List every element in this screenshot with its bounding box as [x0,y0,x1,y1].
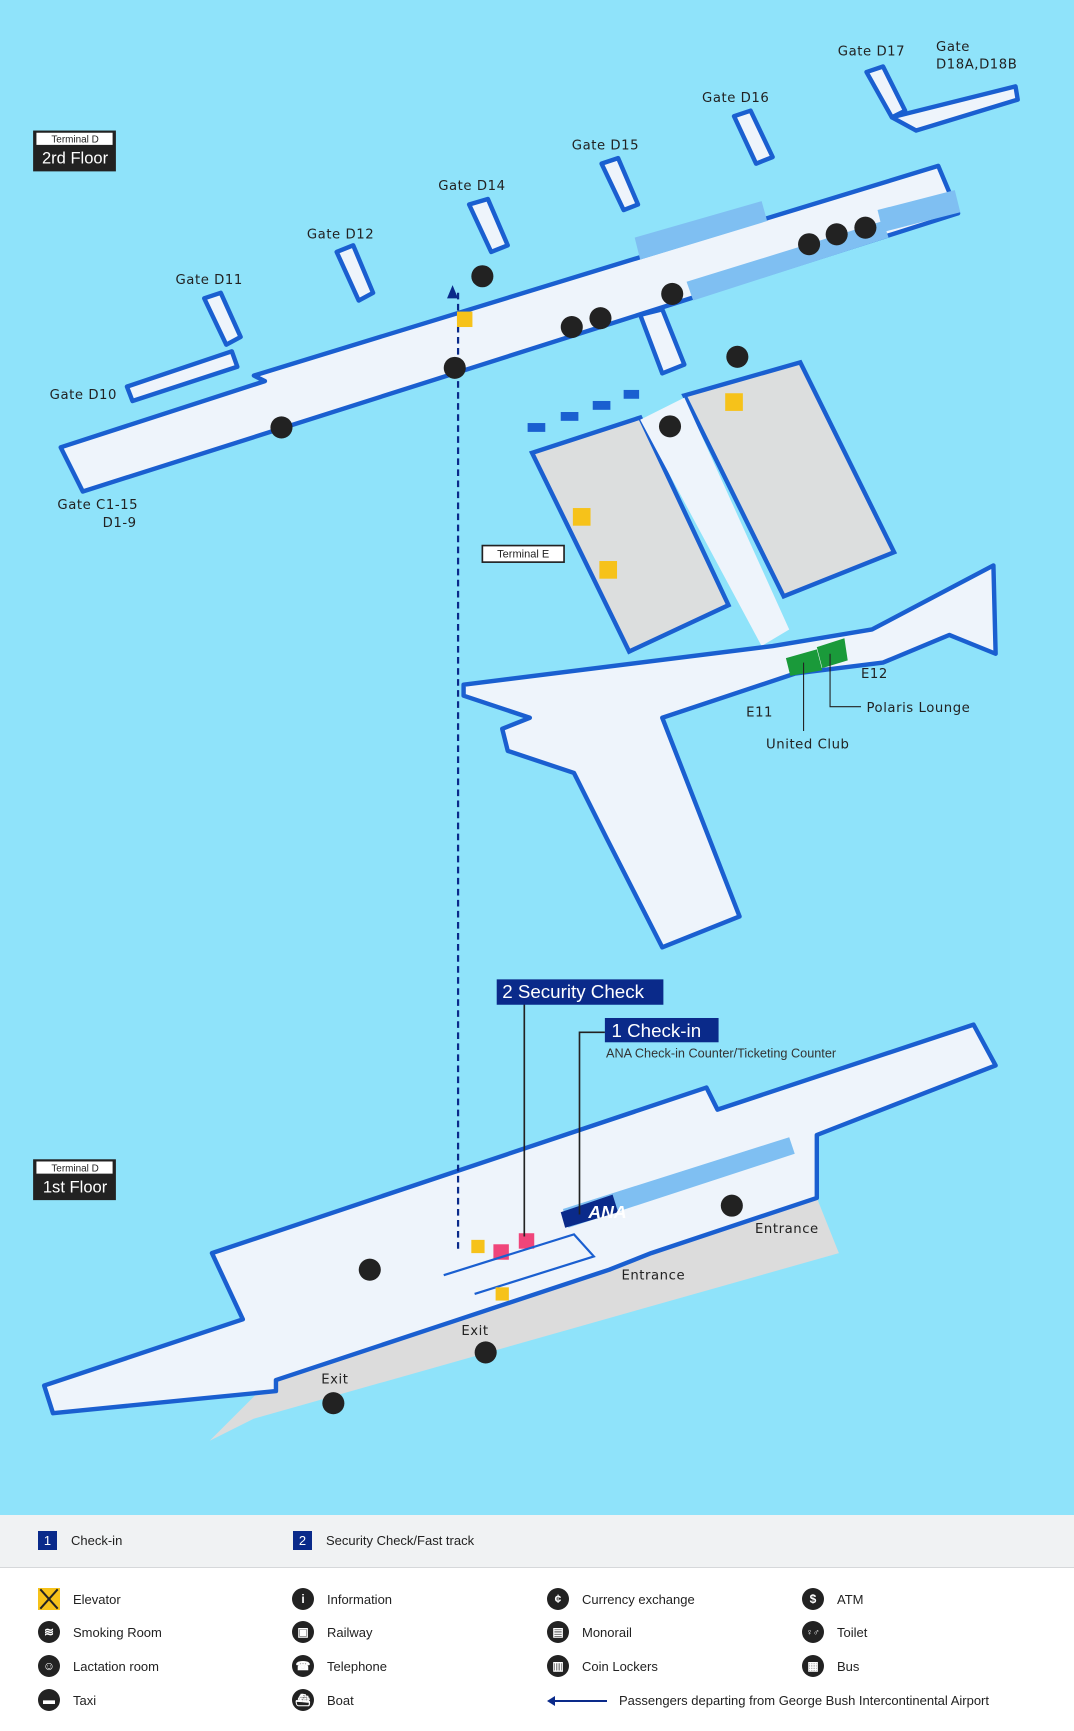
legend-telephone: ☎Telephone [292,1655,387,1677]
checkin-subtitle: ANA Check-in Counter/Ticketing Counter [606,1047,837,1061]
entrance-label: Entrance [621,1269,685,1284]
toilet-icon [825,223,848,246]
telephone-icon [589,307,612,330]
legend-departing: Passengers departing from George Bush In… [547,1693,989,1708]
legend-smoking: ≋Smoking Room [38,1621,162,1643]
ana-logo: ANA [587,1202,626,1222]
telephone-icon: ☎ [292,1655,314,1677]
elevator-icons [456,311,743,1301]
svg-text:Terminal D: Terminal D [51,135,98,146]
svg-text:1 Check-in: 1 Check-in [612,1020,702,1041]
legend-coin-lockers: ▥Coin Lockers [547,1655,658,1677]
map-icons [270,216,877,1415]
gate-d12-label: Gate D12 [307,228,374,243]
gate-d16-label: Gate D16 [702,91,769,106]
polaris-lounge-label: Polaris Lounge [866,701,970,716]
exit-label: Exit [321,1372,348,1387]
entrance-label: Entrance [755,1222,819,1237]
coin-lockers-icon: ▥ [547,1655,569,1677]
currency-exchange-icon: ¢ [547,1588,569,1610]
legend-taxi: ▬Taxi [38,1689,96,1711]
terminal-e-tag: Terminal E [481,544,565,563]
currency-exchange-icon [471,265,494,288]
atm-icon [443,356,466,379]
floor-tag-1f: Terminal D 1st Floor [33,1159,116,1201]
svg-text:2 Security Check: 2 Security Check [502,981,644,1002]
gate-d14-label: Gate D14 [438,179,505,194]
toilet-icon: ♀♂ [802,1621,824,1643]
legend-monorail: ▤Monorail [547,1621,632,1643]
toilet-icon [358,1258,381,1281]
gate-d11-label: Gate D11 [176,273,243,288]
airport-map: ANA Terminal D 2rd Floor Gate D10 Gate D… [33,40,1020,1441]
elevator-icon [38,1588,60,1610]
svg-text:Terminal D: Terminal D [51,1163,98,1174]
information-icon: i [292,1588,314,1610]
telephone-icon [854,216,877,239]
arrow-left-icon [547,1695,607,1706]
svg-text:2rd Floor: 2rd Floor [42,149,109,168]
gate-d18-label-2: D18A,D18B [936,58,1017,73]
terminal-d-2nd-floor [58,64,1020,494]
legend-lactation: ☺Lactation room [38,1655,159,1677]
gate-c-label: Gate C1-15 [57,498,138,513]
e11-label: E11 [746,706,773,721]
taxi-icon: ▬ [38,1689,60,1711]
bus-icon [726,345,749,368]
railway-icon: ▣ [292,1621,314,1643]
legend-atm: $ATM [802,1588,863,1610]
telephone-icon [720,1194,743,1217]
check-in-callout: 1 Check-in [604,1017,719,1043]
legend-elevator: Elevator [38,1588,121,1610]
gate-d18-label: Gate [936,40,970,55]
legend-boat: ⛴Boat [292,1689,354,1711]
bus-icon: ▦ [802,1655,824,1677]
gate-c-label-2: D1-9 [103,516,137,531]
gate-d10-label: Gate D10 [50,388,117,403]
security-gate [518,1233,535,1249]
security-check-callout: 2 Security Check [496,979,664,1005]
gate-d15-label: Gate D15 [572,138,639,153]
boat-icon: ⛴ [292,1689,314,1711]
currency-exchange-icon [658,415,682,438]
exit-label: Exit [461,1324,488,1339]
floor-tag-2f: Terminal D 2rd Floor [33,130,116,172]
gate-d17-label: Gate D17 [838,44,905,59]
toilet-icon [661,282,684,305]
lactation-room-icon [798,233,821,256]
toilet-icon [560,315,583,339]
telephone-icon [270,416,293,439]
e12-label: E12 [861,667,888,682]
atm-icon: $ [802,1588,824,1610]
taxi-icon [322,1392,345,1415]
terminal-d-1st-floor: ANA [41,1022,998,1441]
legend-toilet: ♀♂Toilet [802,1621,867,1643]
legend-railway: ▣Railway [292,1621,373,1643]
legend-currency: ¢Currency exchange [547,1588,695,1610]
monorail-icon: ▤ [547,1621,569,1643]
united-club-label: United Club [766,738,849,753]
lactation-room-icon: ☺ [38,1655,60,1677]
legend-bus: ▦Bus [802,1655,859,1677]
svg-text:Terminal E: Terminal E [497,549,549,561]
terminal-e [461,359,998,950]
svg-text:1st Floor: 1st Floor [43,1177,108,1196]
taxi-icon [474,1341,497,1364]
smoking-room-icon: ≋ [38,1621,60,1643]
